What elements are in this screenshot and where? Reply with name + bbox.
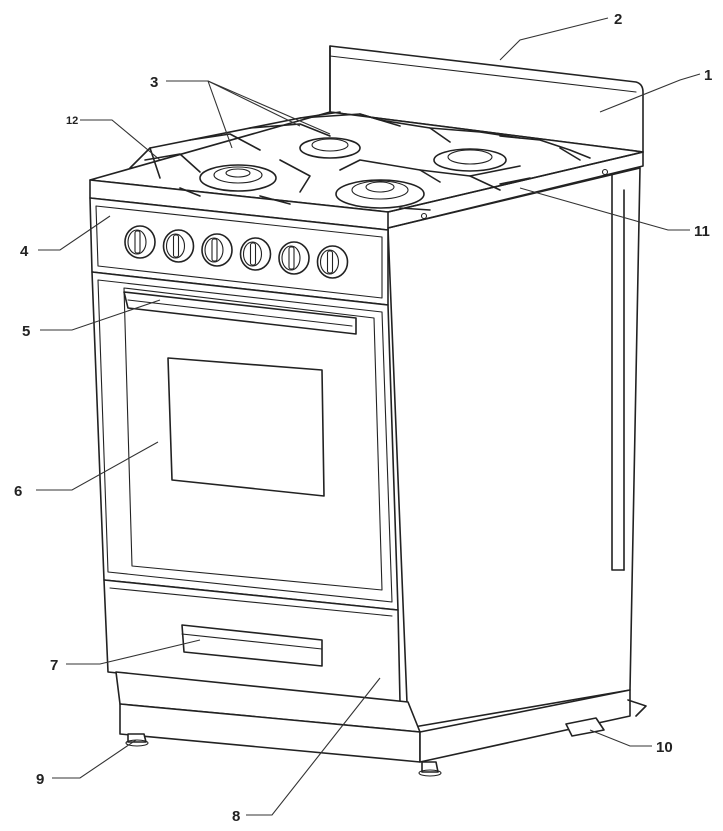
callout-2: 2 [614, 11, 622, 28]
knob-grip [165, 233, 186, 259]
burner-front-right [335, 179, 425, 209]
knob-ridge [326, 250, 334, 274]
oven-door-handle [123, 291, 357, 335]
oven-door [91, 271, 399, 611]
callout-10: 10 [656, 739, 673, 756]
grates [129, 111, 591, 211]
burner-rear-left [299, 137, 361, 159]
control-knob [278, 241, 310, 275]
knob-ridge [249, 242, 257, 266]
callout-11: 11 [694, 223, 710, 240]
leveling-legs [125, 733, 442, 777]
callout-3: 3 [150, 74, 158, 91]
knob-ridge [288, 246, 295, 270]
backguard [329, 45, 644, 153]
burner-front-left [199, 164, 277, 192]
callout-5: 5 [22, 323, 30, 340]
callout-4: 4 [20, 243, 29, 260]
knob-grip [127, 229, 147, 255]
right-side-panel [387, 167, 641, 729]
base-kickplate [115, 671, 631, 763]
control-knob [162, 229, 195, 263]
callout-9: 9 [36, 771, 44, 788]
knob-grip [319, 249, 340, 275]
control-knobs [124, 225, 349, 279]
knob-grip [204, 237, 224, 263]
leader-lines [36, 17, 701, 816]
callout-6: 6 [14, 483, 22, 500]
control-knob [316, 245, 349, 279]
drawer-handle [181, 624, 323, 667]
knob-ridge [134, 230, 141, 254]
burner-rear-right [433, 148, 507, 172]
knob-grip [242, 241, 263, 267]
callout-7: 7 [50, 657, 58, 674]
callout-1: 1 [704, 67, 712, 84]
control-knob [239, 237, 272, 271]
knob-ridge [172, 234, 180, 258]
callout-labels: 2 1 3 12 4 5 6 7 8 9 10 11 [14, 11, 712, 825]
callout-12: 12 [66, 115, 78, 127]
knob-grip [281, 245, 301, 271]
control-knob [201, 233, 233, 267]
callout-8: 8 [232, 808, 240, 825]
knob-ridge [211, 238, 218, 262]
control-knob [124, 225, 156, 259]
burners [199, 137, 507, 209]
